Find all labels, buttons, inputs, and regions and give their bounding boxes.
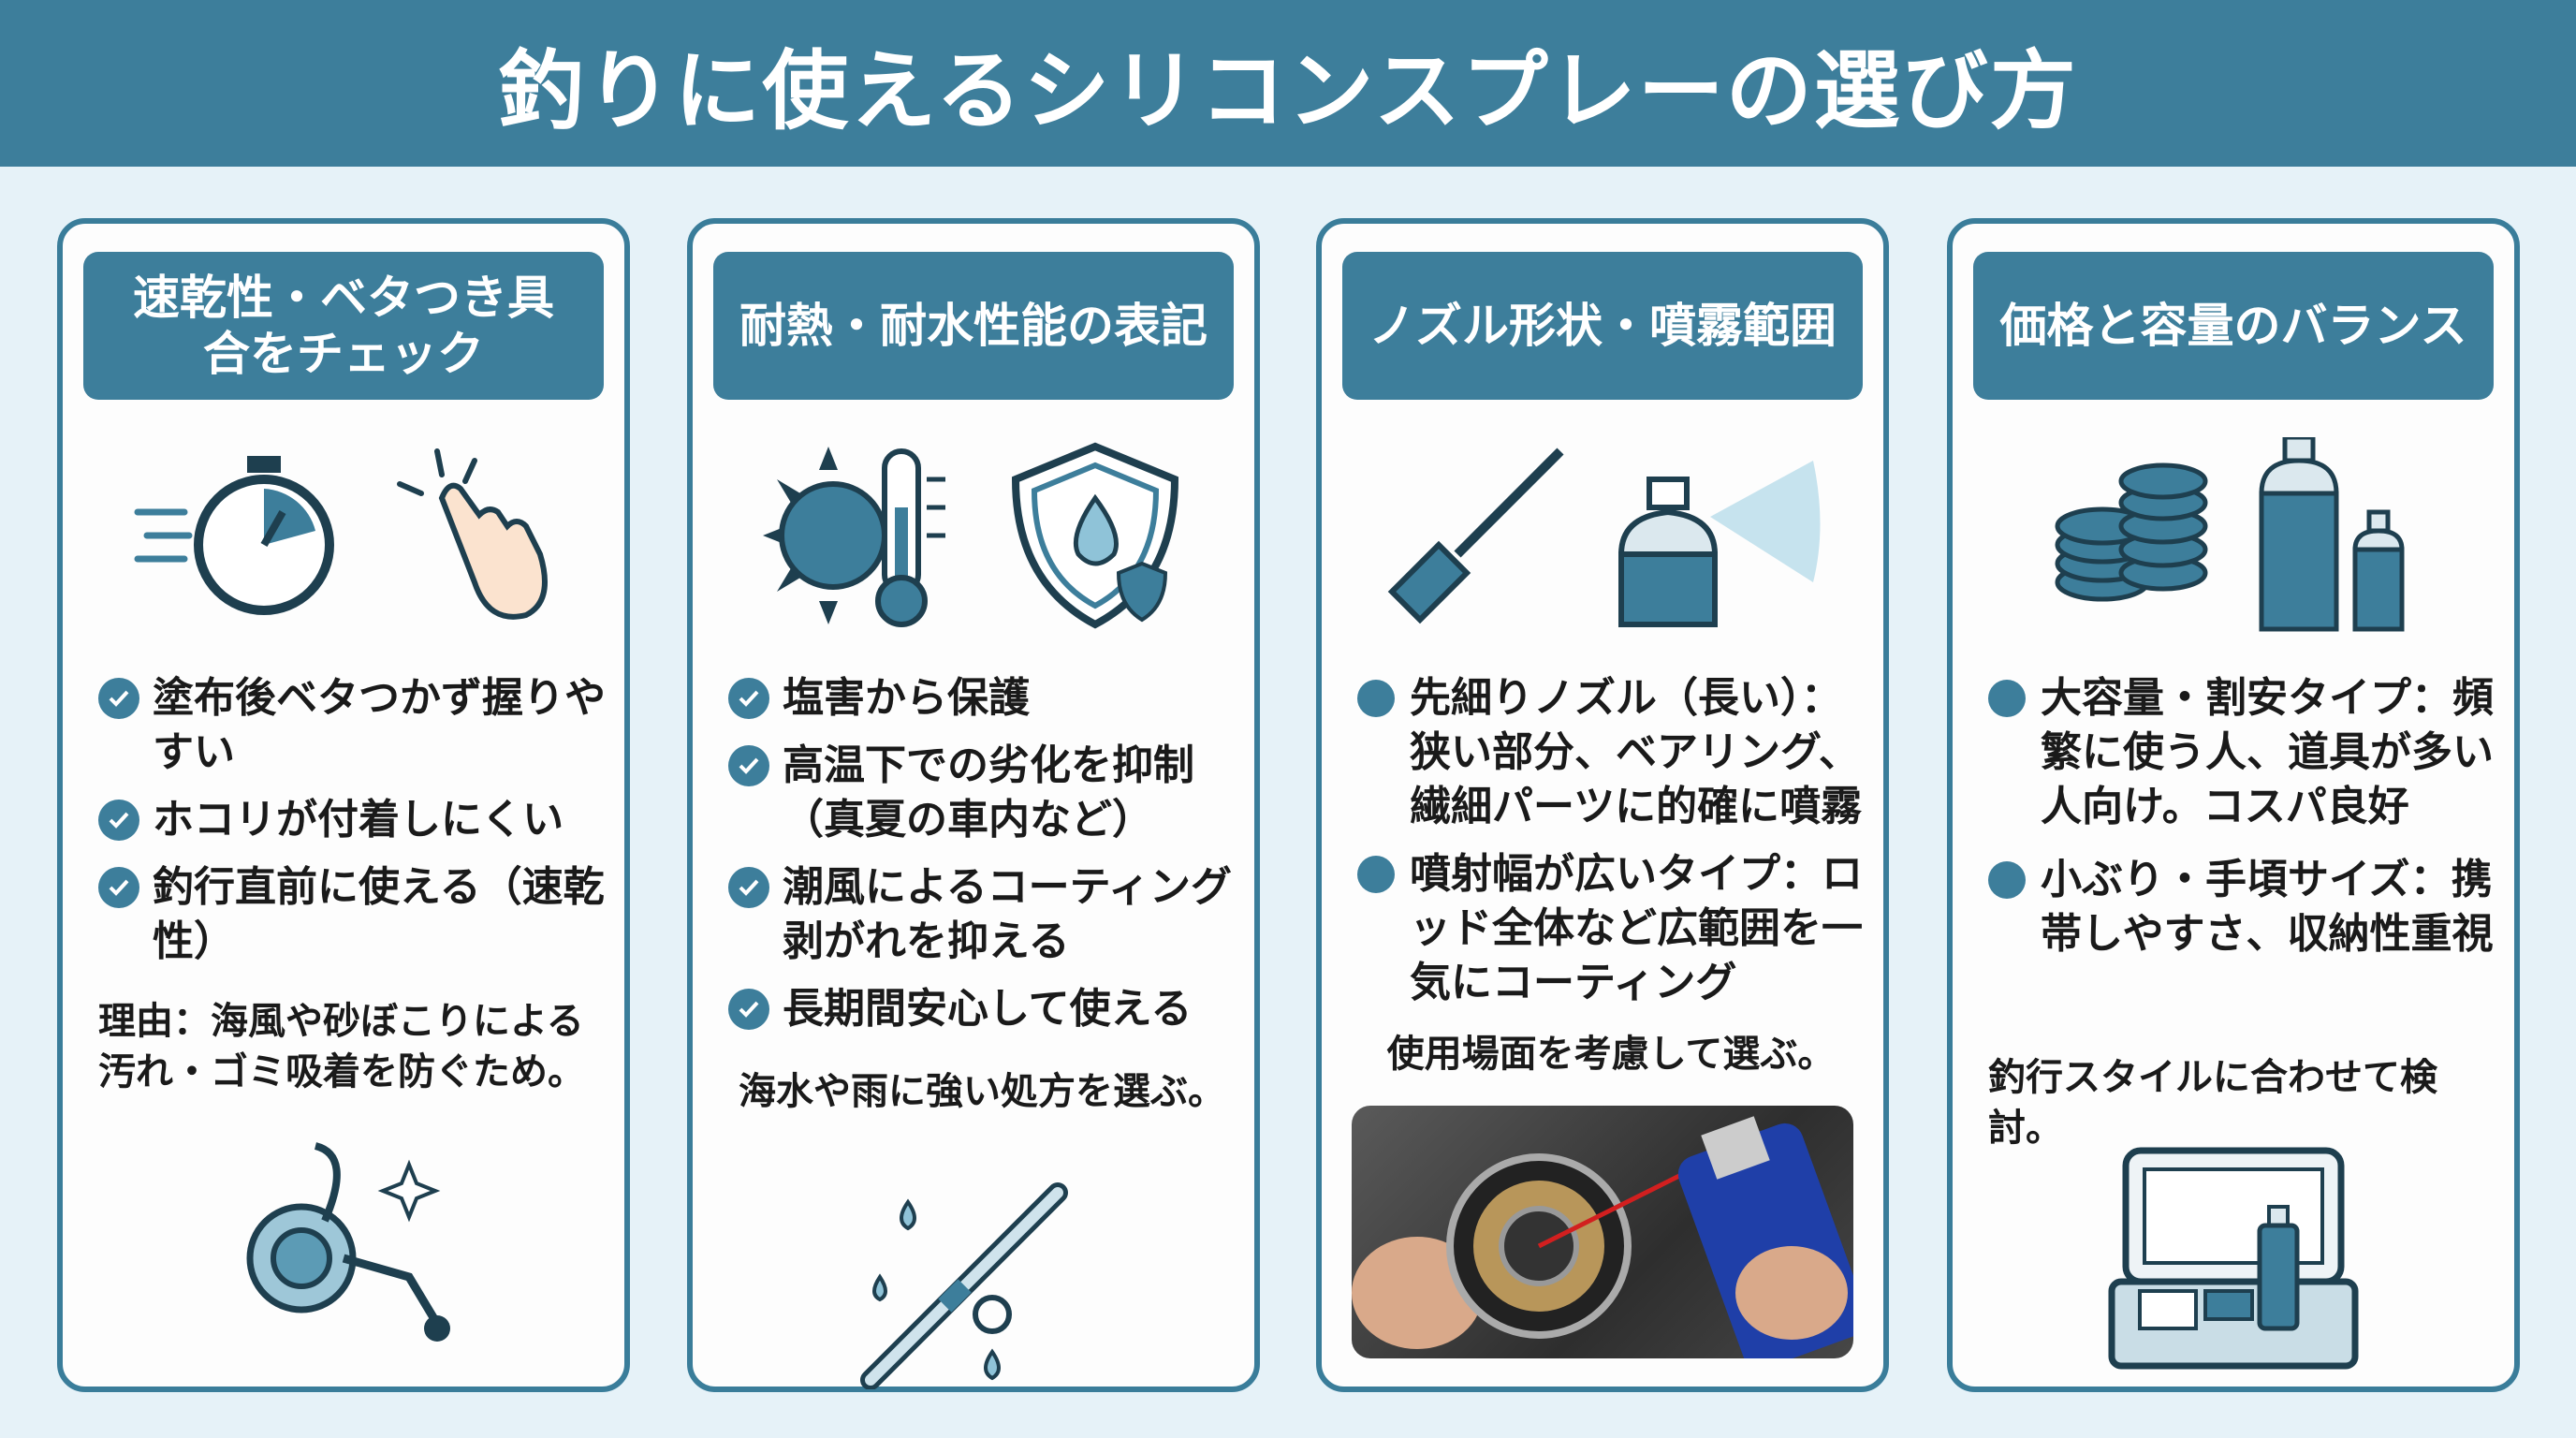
- card-note: 海水や雨に強い処方を選ぶ。: [739, 1070, 1225, 1113]
- list-item: 大容量・割安タイプ：頻繁に使う人、道具が多い人向け。コスパ良好: [1988, 671, 2496, 834]
- check-icon: [98, 867, 139, 908]
- list-item: 小ぶり・手頃サイズ：携帯しやすさ、収納性重視: [1988, 853, 2496, 961]
- item-text: 噴射幅が広いタイプ：ロッド全体など広範囲を一気にコーティング: [1410, 850, 1863, 1006]
- sun-thermometer-icon: [763, 446, 945, 627]
- bullet-icon: [1357, 680, 1395, 717]
- item-text: 長期間安心して使える: [783, 985, 1193, 1033]
- item-text: 大容量・割安タイプ：頻繁に使う人、道具が多い人向け。コスパ良好: [2041, 674, 2494, 830]
- list-item: 塩害から保護: [728, 671, 1236, 726]
- check-icon: [728, 745, 769, 786]
- item-text: 釣行直前に使える（速乾性）: [153, 863, 605, 965]
- tackle-box-icon: [2108, 1147, 2359, 1370]
- card-heat-water: 耐熱・耐水性能の表記 塩害から保護 高温下での劣化を抑制（真夏の車内など） 潮風…: [687, 218, 1260, 1392]
- page-title: 釣りに使えるシリコンスプレーの選び方: [498, 40, 2078, 141]
- tap-hand-icon: [397, 448, 548, 620]
- list-item: ホコリが付着しにくい: [98, 793, 606, 847]
- fishing-rod-water-icon: [860, 1182, 1068, 1389]
- card-heading: ノズル形状・噴霧範囲: [1342, 252, 1863, 400]
- card-heading: 価格と容量のバランス: [1973, 252, 2494, 400]
- check-icon: [728, 867, 769, 908]
- bullet-icon: [1988, 680, 2026, 717]
- card-nozzle: ノズル形状・噴霧範囲 先細りノズル（長い）：狭い部分、ベアリング、繊細パーツに的…: [1316, 218, 1889, 1392]
- item-text: 塩害から保護: [783, 674, 1030, 722]
- water-shield-icon: [1011, 442, 1179, 629]
- list-item: 高温下での劣化を抑制（真夏の車内など）: [728, 739, 1236, 847]
- list-item: 長期間安心して使える: [728, 982, 1236, 1036]
- title-banner: 釣りに使えるシリコンスプレーの選び方: [0, 0, 2576, 167]
- list-item: 先細りノズル（長い）：狭い部分、ベアリング、繊細パーツに的確に噴霧: [1357, 671, 1865, 834]
- card-note: 理由：海風や砂ぼこりによる汚れ・ゴミ吸着を防ぐため。: [98, 1000, 585, 1093]
- spray-can-icon: [1617, 460, 1821, 627]
- item-text: 塗布後ベタつかず握りやすい: [153, 674, 606, 776]
- item-text: 潮風によるコーティング剥がれを抑える: [783, 863, 1233, 965]
- list-item: 釣行直前に使える（速乾性）: [98, 860, 606, 969]
- long-nozzle-icon: [1387, 447, 1564, 624]
- check-icon: [98, 800, 139, 841]
- item-text: 小ぶり・手頃サイズ：携帯しやすさ、収納性重視: [2041, 856, 2494, 958]
- coins-icon: [2055, 462, 2208, 601]
- reel-spray-photo: [1352, 1106, 1853, 1358]
- spray-cans-icon: [2259, 436, 2405, 631]
- list-item: 潮風によるコーティング剥がれを抑える: [728, 860, 1236, 969]
- stopwatch-icon: [134, 455, 334, 615]
- card-heading: 耐熱・耐水性能の表記: [713, 252, 1234, 400]
- check-icon: [728, 678, 769, 719]
- check-icon: [728, 989, 769, 1030]
- item-text: 高温下での劣化を抑制（真夏の車内など）: [783, 741, 1194, 844]
- card-note: 釣行スタイルに合わせて検討。: [1988, 1056, 2437, 1150]
- item-text: ホコリが付着しにくい: [153, 796, 564, 844]
- bullet-icon: [1357, 856, 1395, 893]
- bullet-icon: [1988, 861, 2026, 899]
- list-item: 塗布後ベタつかず握りやすい: [98, 671, 606, 780]
- card-note: 使用場面を考慮して選ぶ。: [1386, 1033, 1836, 1076]
- check-icon: [98, 678, 139, 719]
- card-price-volume: 価格と容量のバランス 大容量・割安タイプ：頻繁に使う人、道具が多い人向け。コスパ…: [1947, 218, 2520, 1392]
- item-text: 先細りノズル（長い）：狭い部分、ベアリング、繊細パーツに的確に噴霧: [1410, 674, 1863, 830]
- spinning-reel-icon: [246, 1142, 450, 1342]
- card-heading: 速乾性・ベタつき具合をチェック: [83, 252, 604, 400]
- list-item: 噴射幅が広いタイプ：ロッド全体など広範囲を一気にコーティング: [1357, 847, 1865, 1010]
- card-quick-dry: 速乾性・ベタつき具合をチェック 塗布後ベタつかず握りやすい ホコリが付着しにくい…: [57, 218, 630, 1392]
